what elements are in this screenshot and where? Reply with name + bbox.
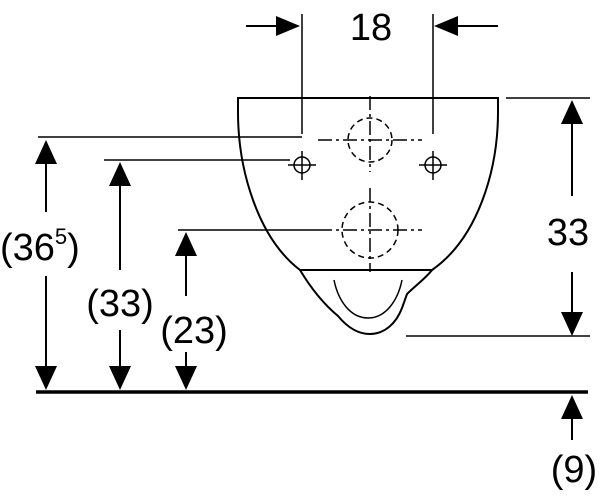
bottom-right-label: (9) xyxy=(551,449,597,491)
right-height-label: 33 xyxy=(547,212,589,254)
upper-connection-hole xyxy=(318,96,422,172)
upper-hole-circle xyxy=(347,117,393,163)
top-width-dimension: 18 xyxy=(246,7,498,134)
arrowhead-right xyxy=(276,16,300,36)
arrowhead-down xyxy=(175,366,197,390)
left-outer-label-base: (36 xyxy=(0,227,55,269)
arrowhead-down xyxy=(35,366,57,390)
left-outer-dimension: (365) xyxy=(0,140,80,390)
right-height-dimension: 33 xyxy=(406,97,590,337)
arrowhead-up xyxy=(561,395,583,419)
left-outer-label-close: ) xyxy=(67,227,80,269)
outlet-inner xyxy=(333,279,403,319)
arrowhead-up xyxy=(561,100,583,124)
lower-drain-hole xyxy=(318,188,422,272)
arrowhead-up xyxy=(175,232,197,256)
arrowhead-left xyxy=(434,16,458,36)
bowl-outlet xyxy=(299,269,433,336)
toilet-bowl-outline xyxy=(237,97,499,336)
left-inner-dimension: (23) xyxy=(160,232,228,390)
fixing-hole-left xyxy=(288,151,316,180)
arrowhead-down xyxy=(561,312,583,336)
left-middle-dimension: (33) xyxy=(86,162,154,390)
left-middle-label: (33) xyxy=(86,283,154,325)
arrowhead-up xyxy=(35,140,57,164)
fixing-hole-right xyxy=(419,151,447,180)
bottom-right-dimension: (9) xyxy=(551,395,597,491)
bowl-body xyxy=(237,97,499,271)
top-width-label: 18 xyxy=(350,7,392,49)
left-outer-label: (365) xyxy=(0,224,80,269)
arrowhead-up xyxy=(109,162,131,186)
left-outer-label-superscript: 5 xyxy=(55,224,67,249)
arrowhead-down xyxy=(109,366,131,390)
left-inner-label: (23) xyxy=(160,310,228,352)
